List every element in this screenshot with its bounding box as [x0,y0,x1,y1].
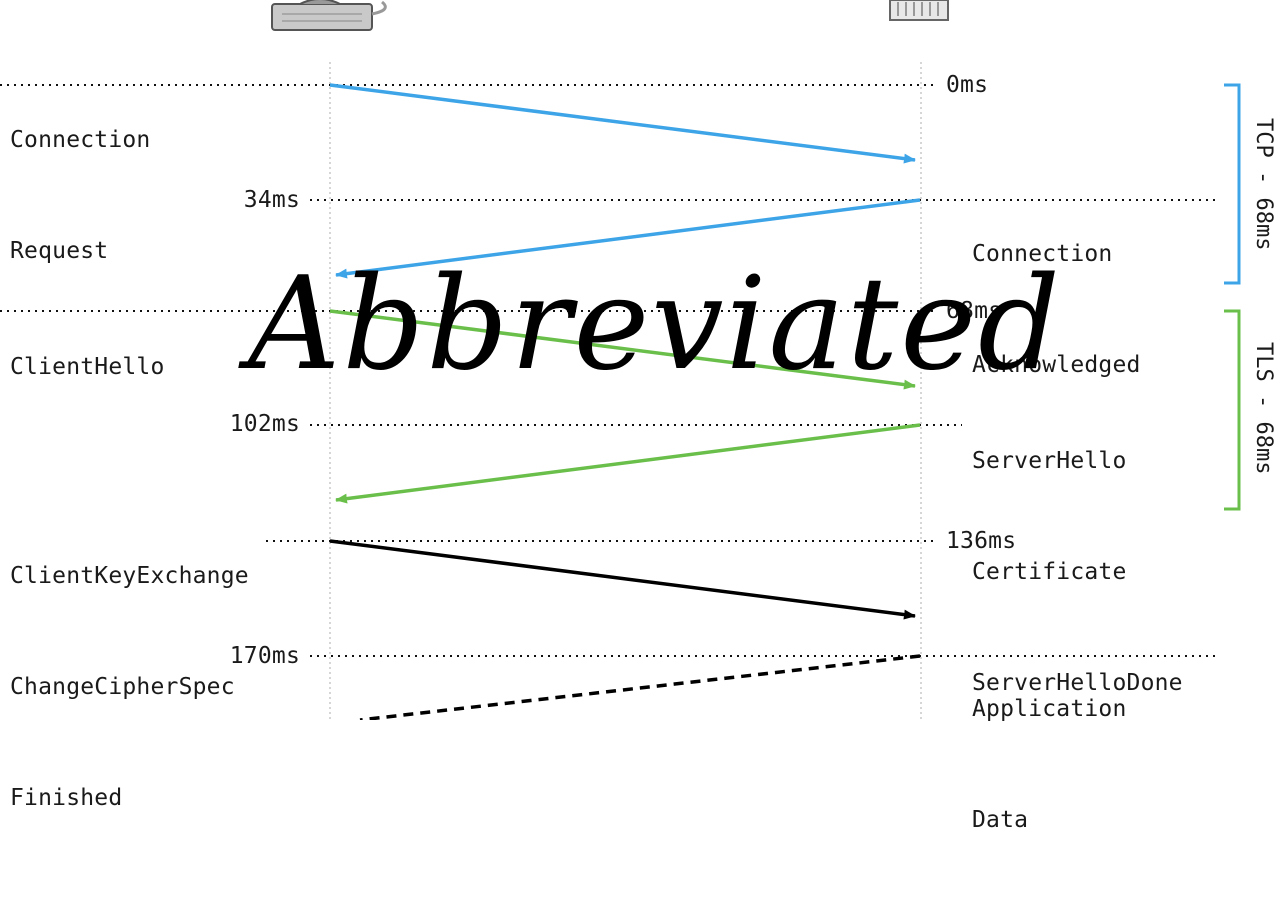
label-line: Connection [10,127,151,153]
label-line: ClientKeyExchange [10,563,249,589]
arrow-client-key-exchange [329,539,916,620]
client-label-client-hello: ClientHello [10,275,165,460]
arrow-connection-request [329,83,916,164]
label-line: ServerHello [972,448,1127,474]
arrow-server-hello [335,423,921,504]
timestamp-170ms: 170ms [229,643,300,669]
server-icon [889,0,949,21]
timestamp-136ms: 136ms [946,528,1017,554]
timestamp-102ms: 102ms [229,411,300,437]
diagram-canvas [0,0,1241,720]
timestamp-68ms: 68ms [946,298,1003,324]
label-line: Application [972,696,1127,722]
timestamp-0ms: 0ms [946,72,989,98]
label-line: Request [10,238,109,264]
label-line: Certificate [972,559,1127,585]
server-label-application-data: Application Data [972,617,1127,913]
label-line: Acknowledged [972,352,1141,378]
tcp-phase-bracket [1224,83,1241,285]
desktop-computer-icon [271,0,387,31]
label-line: ChangeCipherSpec [10,674,235,700]
tcp-phase-label: TCP - 68ms [1251,118,1276,251]
client-label-key-exchange: ClientKeyExchange ChangeCipherSpec Finis… [10,484,249,891]
label-line: Finished [10,785,123,811]
arrow-application-data [359,654,921,720]
label-line: ClientHello [10,354,165,380]
arrow-client-hello [329,309,916,390]
arrow-connection-ack [335,198,921,279]
label-line: ServerHelloDone [972,670,1183,696]
label-line: Data [972,807,1029,833]
tls-handshake-diagram: Connection Request ClientHello ClientKey… [0,0,1276,833]
client-label-connection-request: Connection Request [10,48,150,344]
label-line: Connection [972,241,1113,267]
timestamp-34ms: 34ms [243,187,300,213]
server-label-connection-ack: Connection Acknowledged [972,162,1141,458]
tls-phase-label: TLS - 68ms [1251,342,1276,475]
tls-phase-bracket [1224,309,1241,511]
server-label-server-hello: ServerHello Certificate ServerHelloDone [972,369,1183,776]
